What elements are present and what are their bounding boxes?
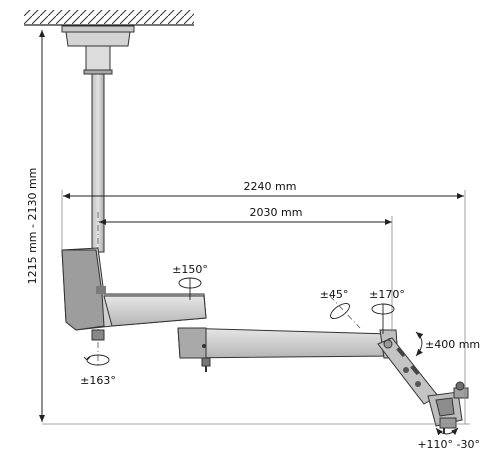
column-rotation: ±163° <box>80 354 116 387</box>
arm-housing <box>61 247 207 341</box>
head-tilt-rotation: +110° -30° <box>417 427 480 451</box>
arm-reach-dimension: 2030 mm <box>99 206 393 332</box>
first-arm-rotation-label: ±150° <box>172 263 208 276</box>
vertical-travel-label: ±400 mm <box>425 338 480 351</box>
height-dimension: 1215 mm - 2130 mm <box>26 30 470 425</box>
tilt-rotation: ±45° <box>320 288 361 329</box>
first-arm-rotation: ±150° <box>172 263 208 300</box>
column-rotation-label: ±163° <box>80 374 116 387</box>
ceiling-mount <box>61 25 135 75</box>
second-arm-rotation: ±170° <box>369 288 405 334</box>
arm-reach-label: 2030 mm <box>250 206 303 219</box>
second-arm-rotation-label: ±170° <box>369 288 405 301</box>
microscope-head <box>427 381 469 434</box>
tilt-rotation-label: ±45° <box>320 288 349 301</box>
vertical-travel: ±400 mm <box>415 331 480 357</box>
height-range-label: 1215 mm - 2130 mm <box>26 168 39 285</box>
head-tilt-rotation-label: +110° -30° <box>417 438 480 451</box>
ceiling <box>24 10 194 26</box>
total-reach-label: 2240 mm <box>244 180 297 193</box>
horizontal-arm <box>177 327 399 372</box>
total-reach-dimension: 2240 mm <box>61 180 466 424</box>
tilting-arm <box>377 337 439 405</box>
